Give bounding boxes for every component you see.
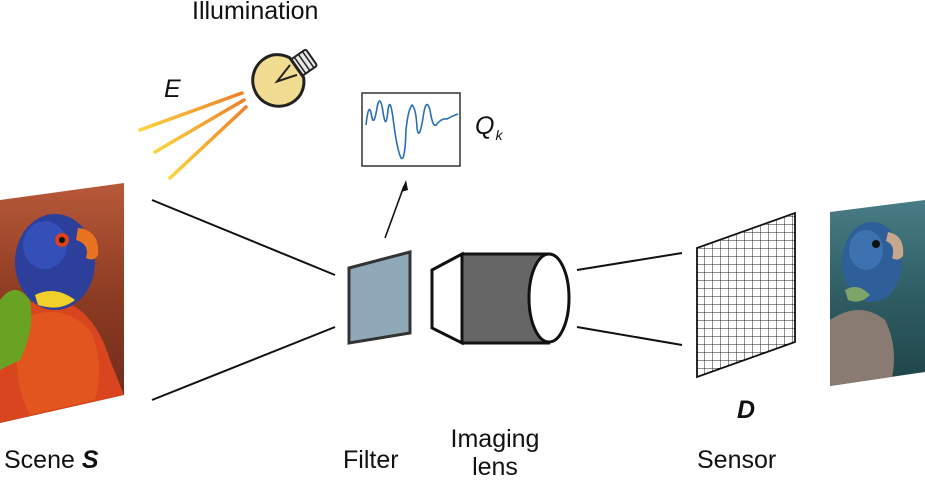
imaging-lens-label: Imaging lens — [443, 425, 547, 481]
spectral-response-plot — [361, 92, 461, 167]
filter-panel — [347, 250, 412, 345]
imaging-lens-label-line1: Imaging — [450, 425, 540, 453]
response-symbol-label: Qk — [475, 112, 503, 143]
data-symbol-label: D — [737, 396, 756, 424]
light-ray — [153, 98, 246, 154]
energy-symbol-label: E — [164, 75, 181, 103]
illumination-label: Illumination — [192, 0, 319, 25]
scene-label: Scene S — [4, 446, 99, 475]
illumination-rays — [138, 91, 248, 180]
sensor-label: Sensor — [697, 446, 777, 474]
filter-label: Filter — [343, 446, 399, 474]
imaging-lens-label-line2: lens — [472, 452, 518, 481]
light-ray — [138, 91, 244, 132]
output-image — [830, 200, 925, 386]
response-symbol: Q — [475, 112, 495, 140]
response-arrow — [384, 180, 408, 239]
imaging-lens — [430, 251, 571, 346]
light-bulb-icon — [251, 48, 318, 108]
sensor-grid — [696, 211, 796, 379]
scene-image — [0, 183, 124, 423]
scene-word: Scene — [4, 446, 75, 474]
scene-symbol: S — [81, 446, 99, 474]
response-subscript: k — [495, 127, 503, 143]
light-ray — [168, 105, 248, 180]
optical-rays — [151, 199, 683, 401]
